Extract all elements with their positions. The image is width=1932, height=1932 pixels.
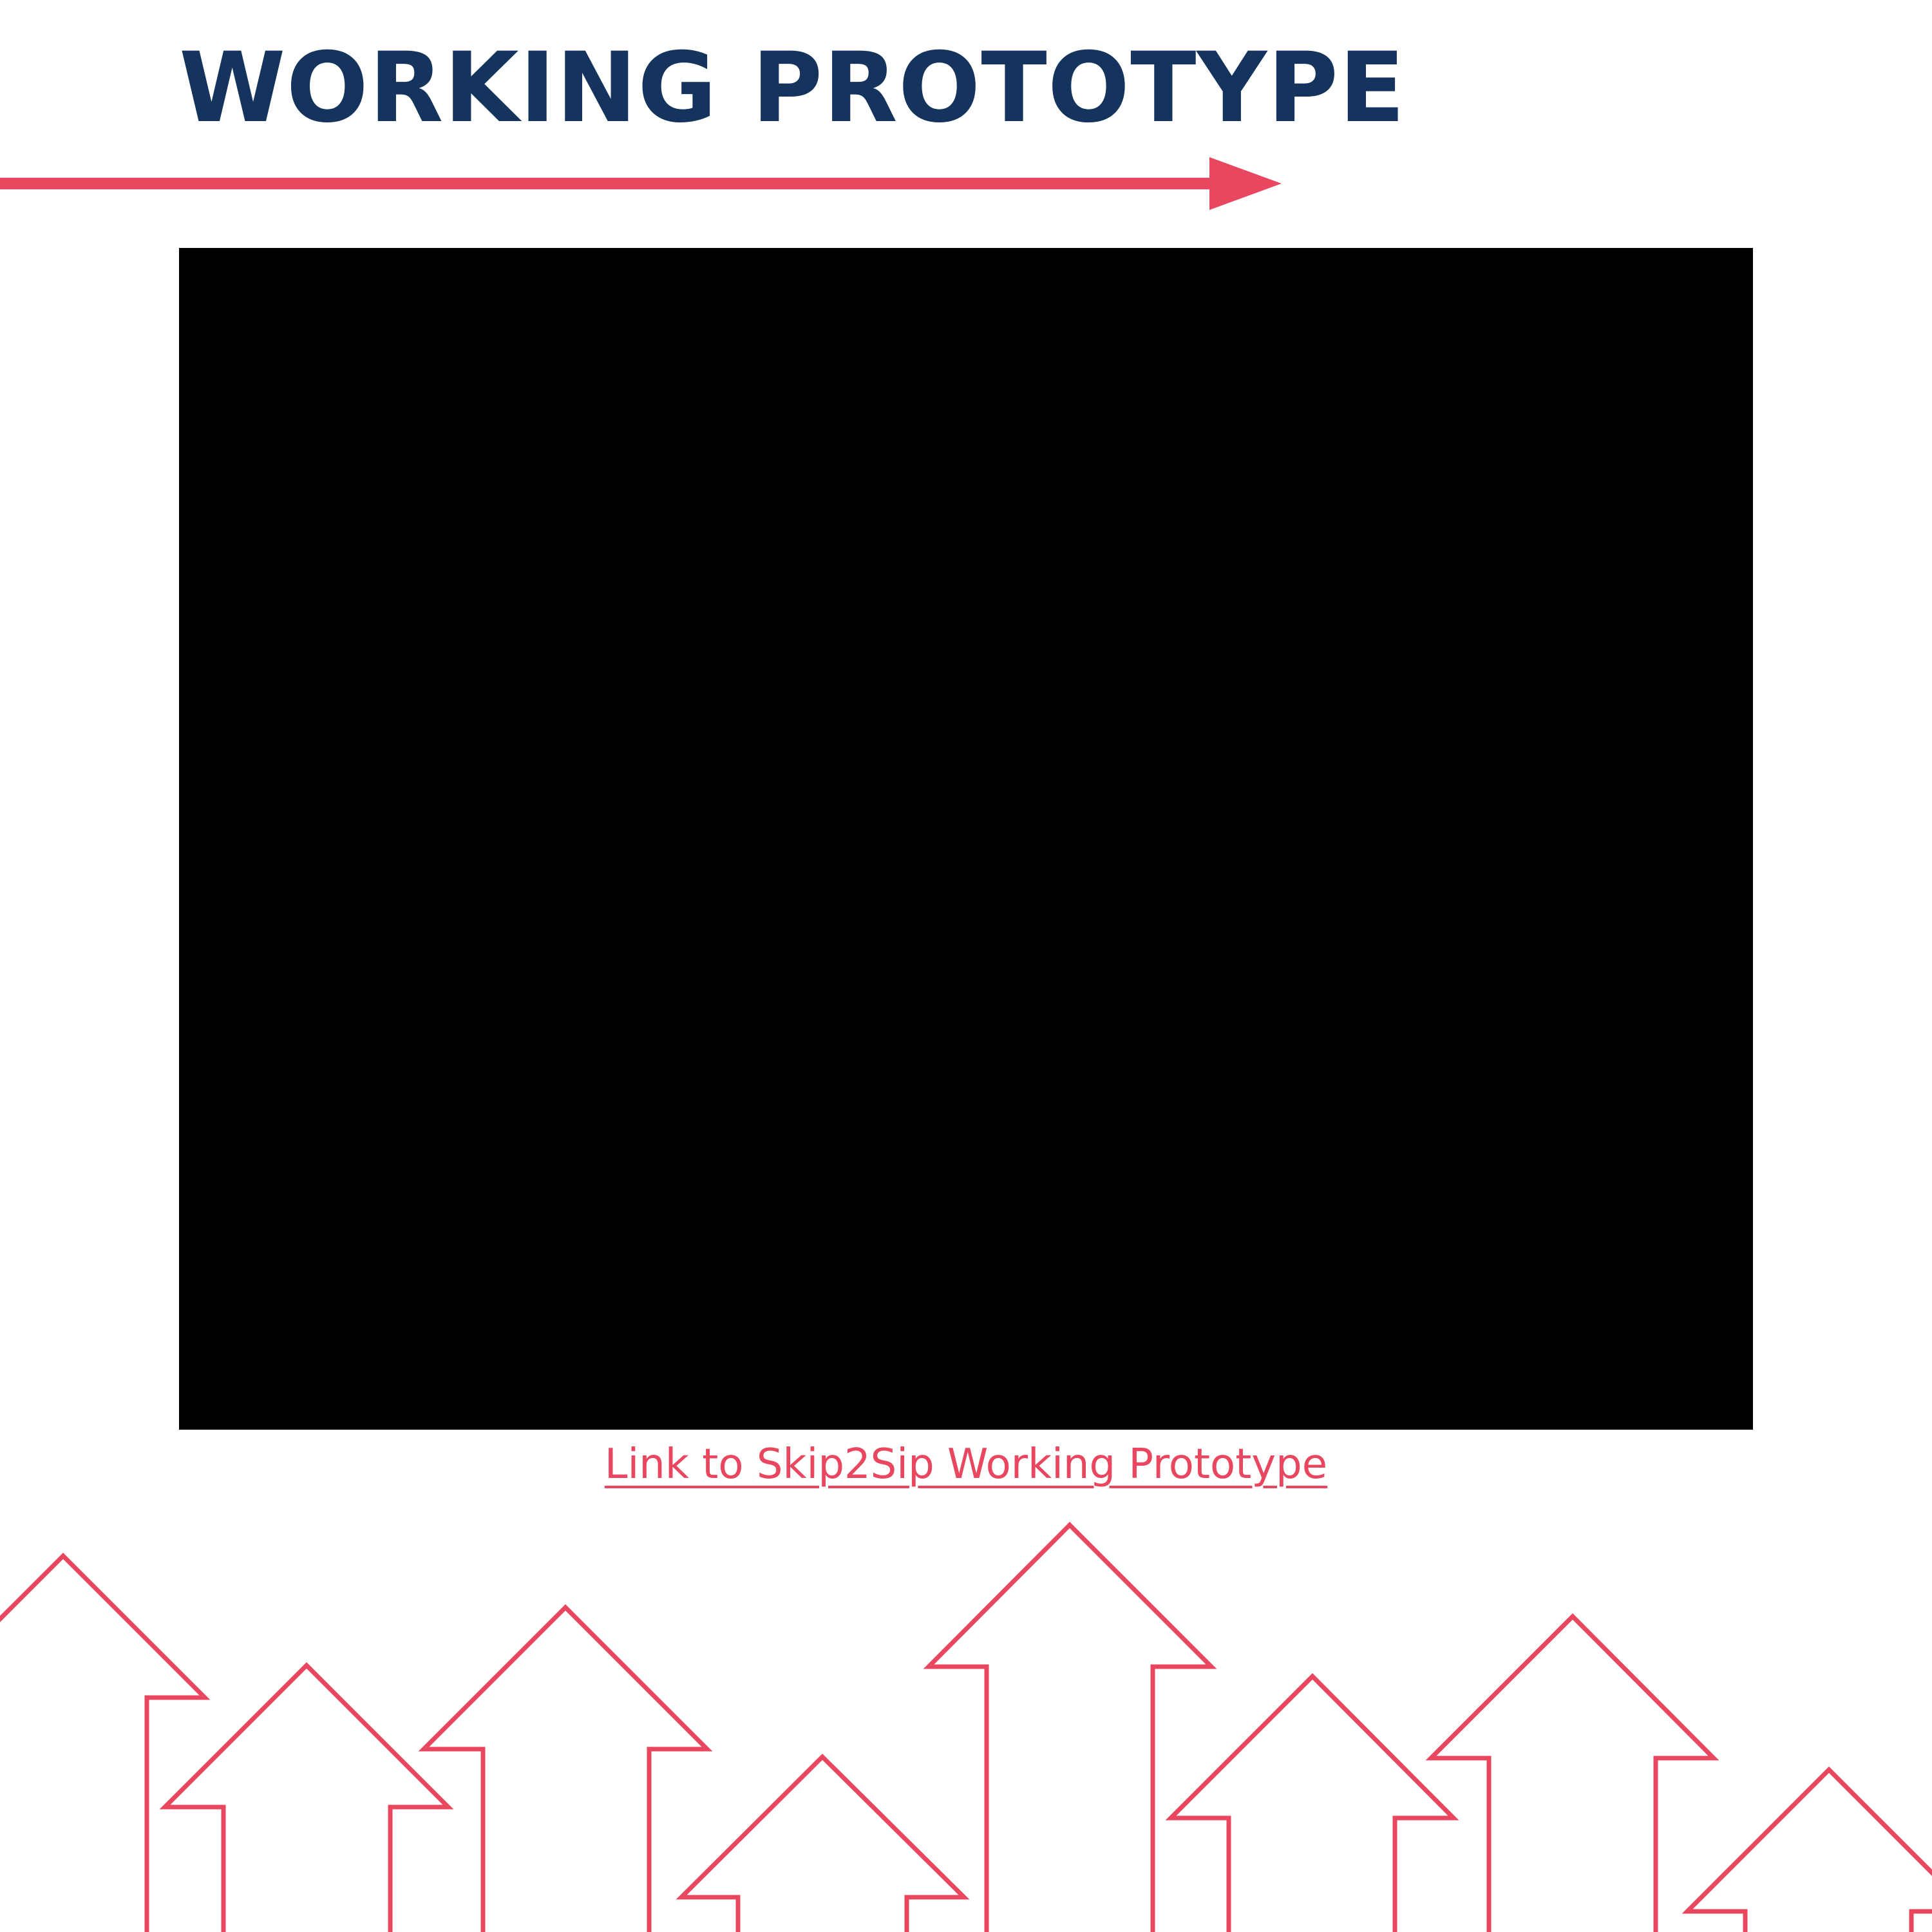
up-arrow-outline-icon [1165, 1673, 1459, 1932]
up-arrow-outline-icon [1425, 1613, 1719, 1932]
up-arrow-outline-icon [0, 1553, 211, 1932]
right-arrow-icon [0, 157, 1282, 210]
up-arrow-outline-icon [1681, 1766, 1932, 1932]
up-arrow-outline-icon [923, 1522, 1217, 1932]
video-frame[interactable] [179, 248, 1753, 1430]
up-arrows-decoration [0, 1522, 1932, 1932]
up-arrow-outline-icon [418, 1604, 713, 1932]
up-arrow-outline-icon [676, 1754, 970, 1932]
page-title: WORKING PROTOTYPE [179, 32, 1406, 144]
up-arrow-outline-icon [159, 1662, 454, 1932]
prototype-link[interactable]: Link to Skip2Sip Working Prototype [604, 1441, 1328, 1488]
